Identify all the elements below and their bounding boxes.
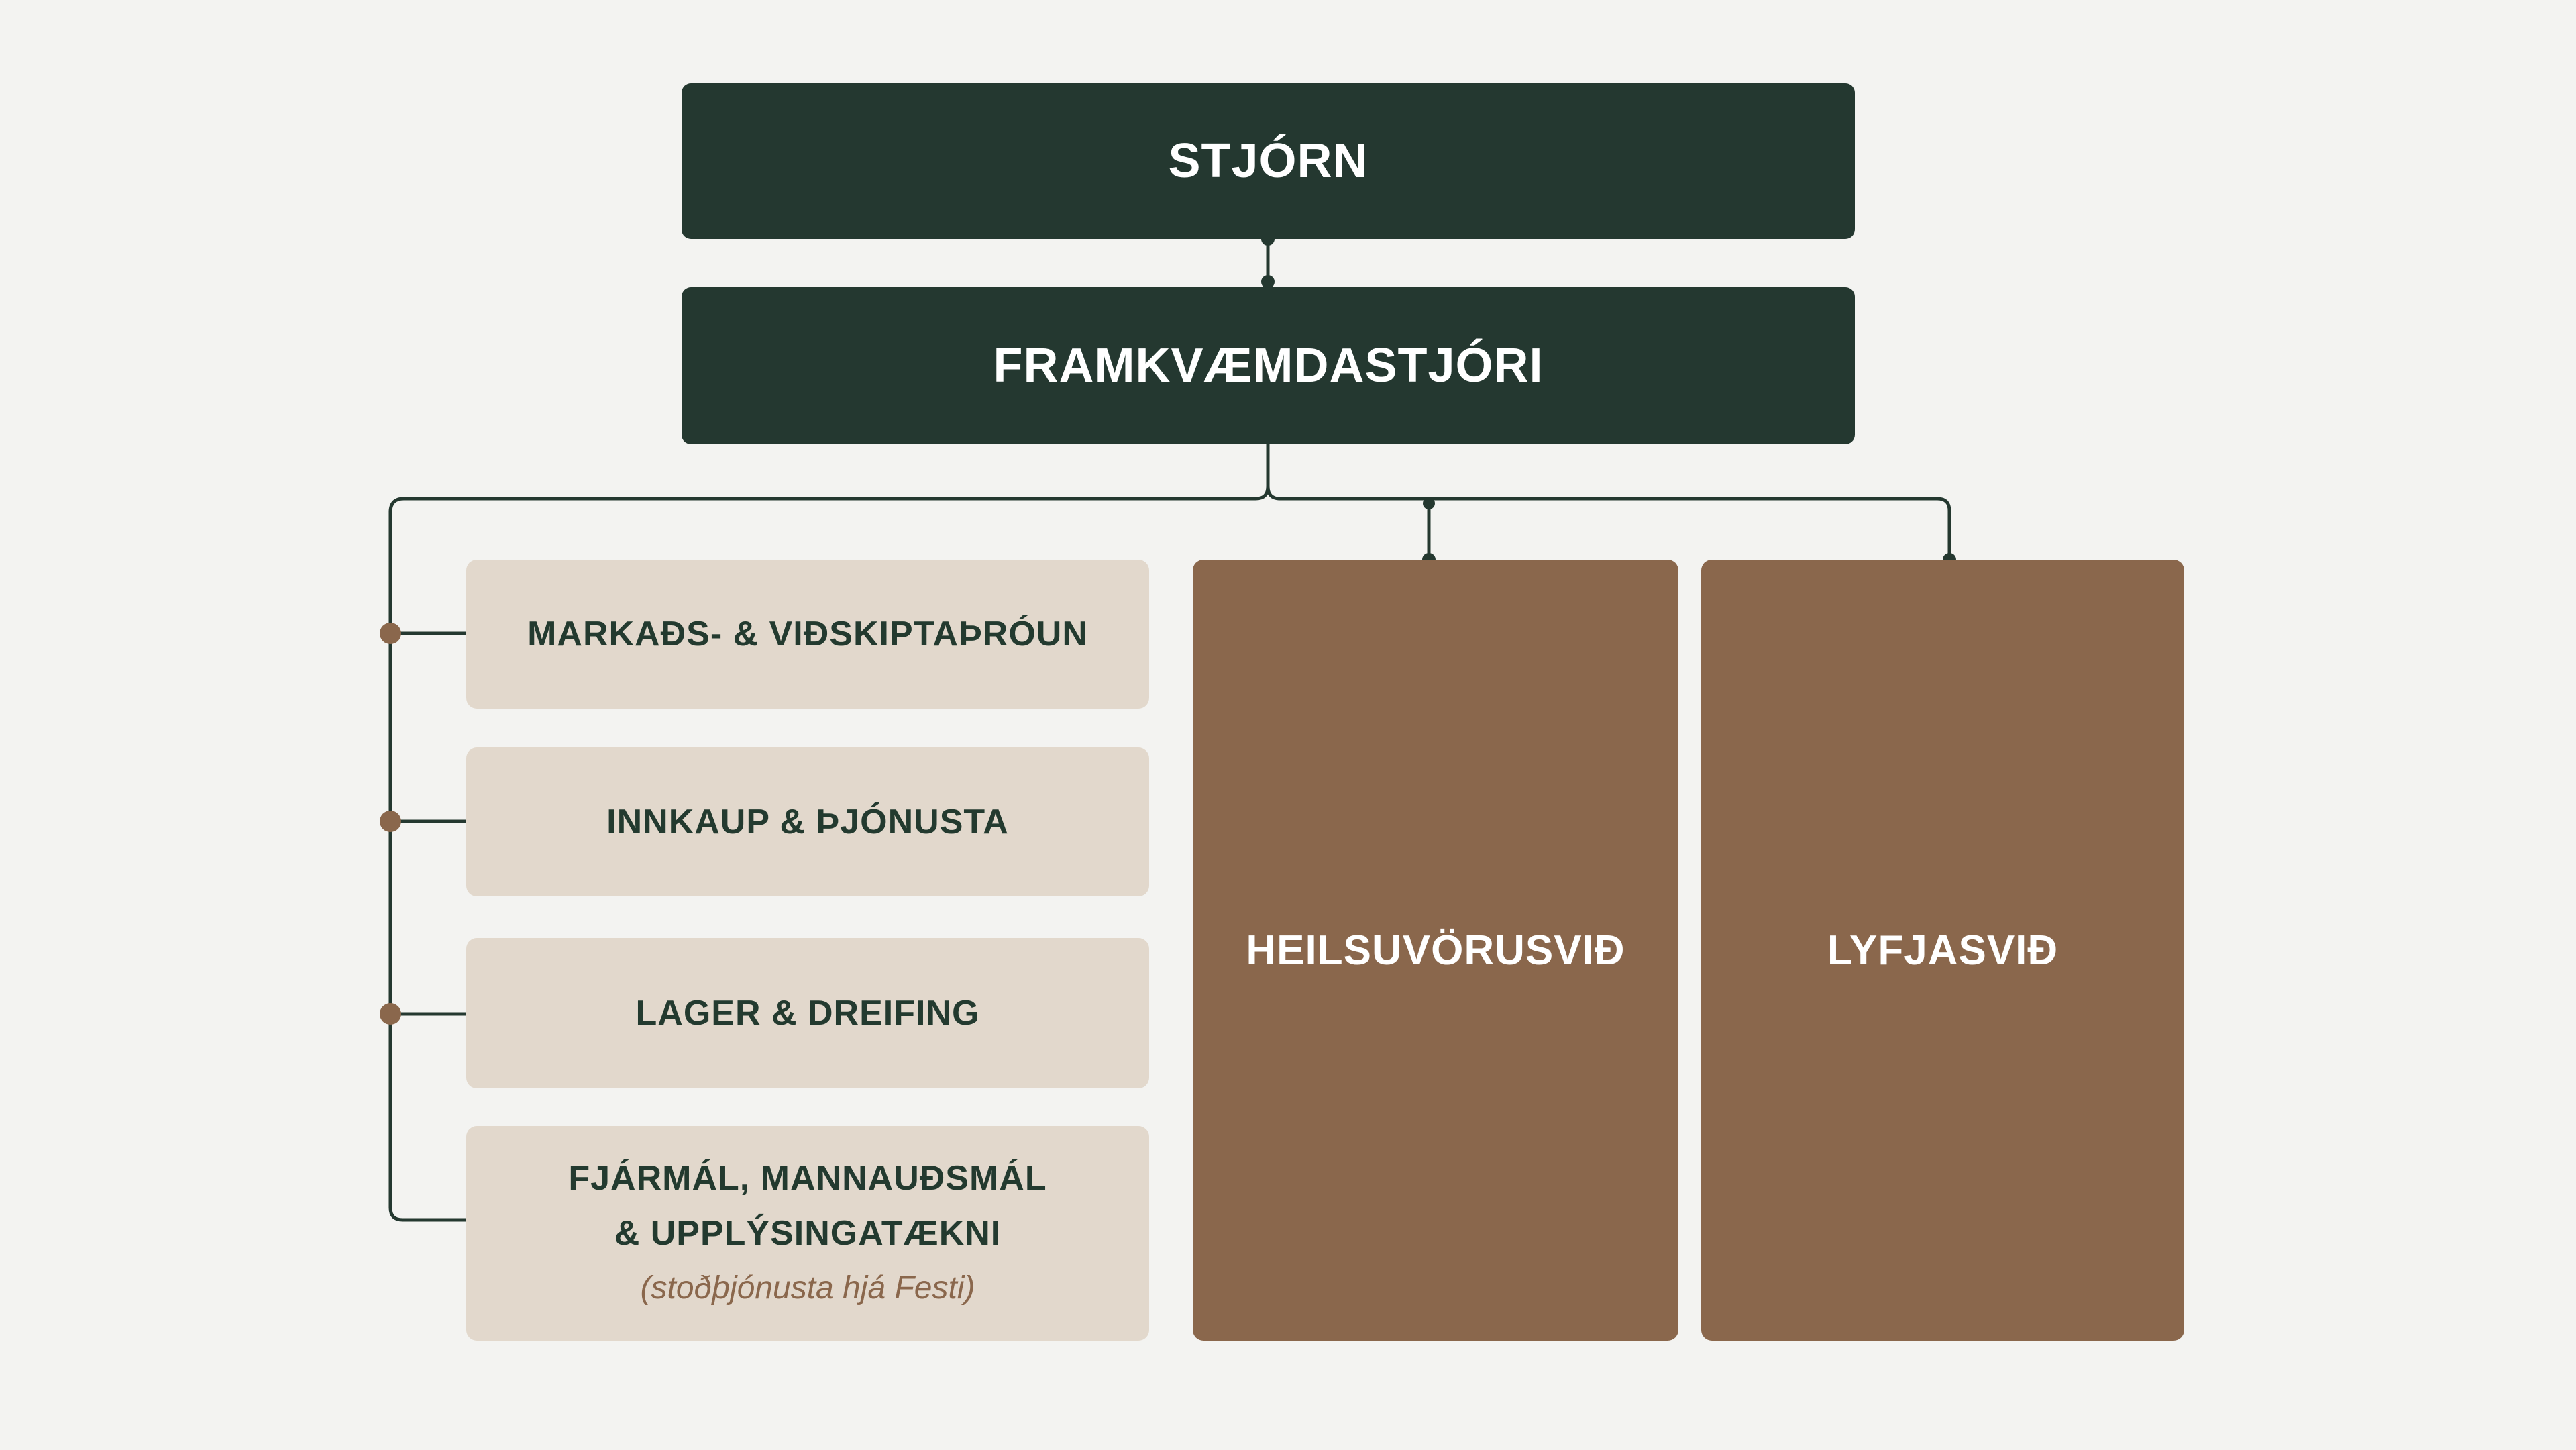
department-lager-label: LAGER & DREIFING [635, 994, 980, 1033]
division-heilsuvorusvid-label: HEILSUVÖRUSVIÐ [1246, 927, 1625, 974]
board-box: STJÓRN [682, 83, 1855, 239]
ceo-connector-dot [1261, 275, 1275, 289]
department-markads-box: MARKAÐS- & VIÐSKIPTAÞRÓUN [466, 560, 1149, 709]
lager-connector-dot [380, 1003, 401, 1025]
ceo-to-right-branch-line [1266, 486, 1951, 560]
department-shared-services-box: FJÁRMÁL, MANNAUÐSMÁL & UPPLÝSINGATÆKNI (… [466, 1126, 1149, 1341]
shared-services-note: (stoðþjónusta hjá Festi) [640, 1270, 975, 1306]
innkaup-connector-dot [380, 811, 401, 832]
board-label: STJÓRN [1168, 134, 1368, 188]
division-lyfjasvid-label: LYFJASVIÐ [1827, 927, 2059, 974]
department-markads-label: MARKAÐS- & VIÐSKIPTAÞRÓUN [527, 615, 1088, 654]
division-heilsuvorusvid-box: HEILSUVÖRUSVIÐ [1193, 560, 1678, 1341]
division-lyfjasvid-box: LYFJASVIÐ [1701, 560, 2184, 1341]
ceo-box: FRAMKVÆMDASTJÓRI [682, 287, 1855, 444]
department-lager-box: LAGER & DREIFING [466, 938, 1149, 1088]
department-innkaup-box: INNKAUP & ÞJÓNUSTA [466, 747, 1149, 896]
shared-services-label-line1: FJÁRMÁL, MANNAUÐSMÁL [568, 1159, 1047, 1198]
shared-services-label-line2: & UPPLÝSINGATÆKNI [614, 1214, 1002, 1253]
department-innkaup-label: INNKAUP & ÞJÓNUSTA [606, 802, 1009, 841]
markads-connector-dot [380, 623, 401, 644]
heilsuvorusvid-connector-dot-top [1423, 497, 1435, 509]
ceo-to-left-branch-line [388, 444, 1270, 1222]
ceo-label: FRAMKVÆMDASTJÓRI [993, 339, 1544, 393]
